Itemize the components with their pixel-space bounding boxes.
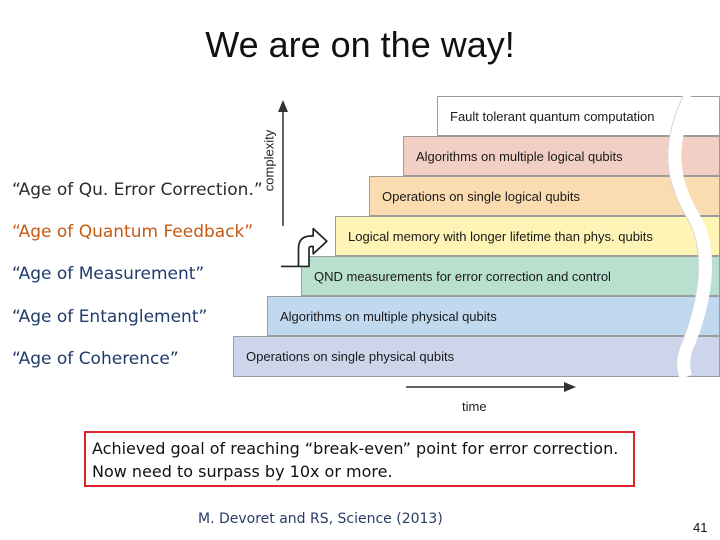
step-label: Operations on single physical qubits <box>246 349 455 364</box>
wavy-break-outline-left <box>667 95 700 378</box>
page-number: 41 <box>693 520 708 535</box>
step-label: QND measurements for error correction an… <box>314 268 611 284</box>
step-label: Operations on single logical qubits <box>382 188 581 204</box>
step-fault-tolerant-computation: Fault tolerant quantum computation <box>437 96 720 136</box>
curved-arrow-icon <box>280 227 328 268</box>
step-label: Fault tolerant quantum computation <box>450 108 655 124</box>
step-logical-memory: Logical memory with longer lifetime than… <box>335 216 720 256</box>
wavy-break <box>668 93 713 380</box>
y-axis-label: complexity <box>261 129 277 192</box>
age-label-quantum-feedback: “Age of Quantum Feedback” <box>12 222 254 242</box>
complexity-axis-arrowhead-icon <box>278 100 288 112</box>
break-even-note: Achieved goal of reaching “break-even” p… <box>84 431 635 487</box>
time-axis-arrowhead-icon <box>564 382 576 392</box>
age-label-error-correction: “Age of Qu. Error Correction.” <box>12 180 263 200</box>
slide-title: We are on the way! <box>205 24 515 65</box>
note-line-1: Achieved goal of reaching “break-even” p… <box>92 439 619 458</box>
age-label-measurement: “Age of Measurement” <box>12 264 205 284</box>
age-label-entanglement: “Age of Entanglement” <box>12 307 208 327</box>
age-label-coherence: “Age of Coherence” <box>12 349 179 369</box>
step-algorithms-physical-qubits: Algorithms on multiple physical qubits <box>267 296 720 336</box>
note-line-2: Now need to surpass by 10x or more. <box>92 462 393 481</box>
step-label: Algorithms on multiple logical qubits <box>416 148 623 164</box>
step-operations-physical-qubits: Operations on single physical qubits <box>233 336 720 377</box>
step-algorithms-logical-qubits: Algorithms on multiple logical qubits <box>403 136 720 176</box>
step-label: Algorithms on multiple physical qubits <box>280 308 497 324</box>
citation: M. Devoret and RS, Science (2013) <box>198 511 443 527</box>
step-label: Logical memory with longer lifetime than… <box>348 228 653 244</box>
x-axis-label: time <box>462 399 487 414</box>
step-operations-logical-qubits: Operations on single logical qubits <box>369 176 720 216</box>
